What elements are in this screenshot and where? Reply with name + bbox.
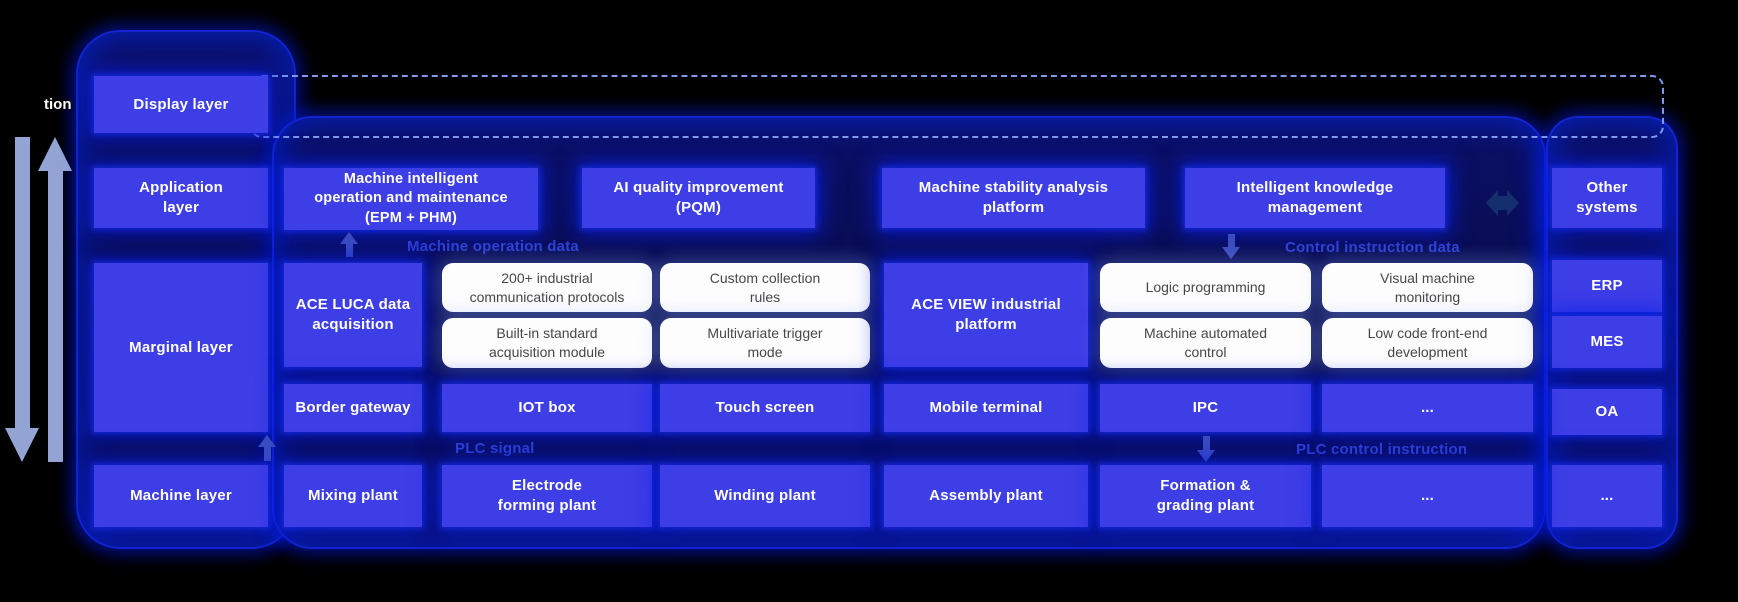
- touch-screen-box: Touch screen: [660, 384, 870, 432]
- machine-operation-data-label: Machine operation data: [407, 238, 579, 255]
- left-up-arrow-head: [38, 137, 72, 171]
- stability-platform-box: Machine stability analysis platform: [882, 168, 1145, 228]
- ace-view-box: ACE VIEW industrial platform: [884, 263, 1088, 367]
- application-layer-label: Application layer: [94, 168, 268, 228]
- machine-layer-label: Machine layer: [94, 465, 268, 527]
- mes-box: MES: [1552, 316, 1662, 368]
- device-more-box: ...: [1322, 384, 1533, 432]
- epm-phm-box: Machine intelligent operation and mainte…: [284, 168, 538, 230]
- electrode-plant-box: Electrode forming plant: [442, 465, 652, 527]
- up-arrow-icon: [258, 435, 276, 447]
- ipc-box: IPC: [1100, 384, 1311, 432]
- oa-box: OA: [1552, 389, 1662, 435]
- bidirectional-arrow-icon: [1507, 190, 1519, 216]
- machine-more-box: ...: [1322, 465, 1533, 527]
- ace-luca-box: ACE LUCA data acquisition: [284, 263, 422, 367]
- other-systems-box: Other systems: [1552, 168, 1662, 228]
- up-arrow-icon: [340, 232, 358, 244]
- chip-logic-programming: Logic programming: [1100, 263, 1311, 312]
- left-up-arrow-shaft: [48, 169, 63, 462]
- down-arrow-icon: [1228, 234, 1235, 248]
- chip-builtin-module: Built-in standard acquisition module: [442, 318, 652, 368]
- erp-box: ERP: [1552, 260, 1662, 312]
- iot-box: IOT box: [442, 384, 652, 432]
- mixing-plant-box: Mixing plant: [284, 465, 422, 527]
- right-more-box: ...: [1552, 465, 1662, 527]
- marginal-layer-label: Marginal layer: [94, 263, 268, 432]
- chip-multivariate-trigger: Multivariate trigger mode: [660, 318, 870, 368]
- knowledge-management-box: Intelligent knowledge management: [1185, 168, 1445, 228]
- down-arrow-icon: [1197, 450, 1215, 462]
- ai-pqm-box: AI quality improvement (PQM): [582, 168, 815, 228]
- mobile-terminal-box: Mobile terminal: [884, 384, 1088, 432]
- display-dashed-outline: [250, 75, 1664, 138]
- plc-control-instruction-label: PLC control instruction: [1296, 441, 1468, 458]
- bidirectional-arrow-icon: [1486, 190, 1498, 216]
- assembly-plant-box: Assembly plant: [884, 465, 1088, 527]
- chip-visual-monitoring: Visual machine monitoring: [1322, 263, 1533, 312]
- clipped-edge-text: tion: [44, 96, 72, 113]
- chip-lowcode-development: Low code front-end development: [1322, 318, 1533, 368]
- winding-plant-box: Winding plant: [660, 465, 870, 527]
- plc-signal-label: PLC signal: [455, 440, 535, 457]
- bidirectional-arrow-icon: [1497, 196, 1508, 210]
- chip-protocols: 200+ industrial communication protocols: [442, 263, 652, 312]
- down-arrow-icon: [1203, 436, 1210, 451]
- up-arrow-icon: [346, 243, 353, 257]
- left-down-arrow-head: [5, 428, 39, 462]
- border-gateway-box: Border gateway: [284, 384, 422, 432]
- control-instruction-data-label: Control instruction data: [1285, 239, 1460, 256]
- down-arrow-icon: [1222, 247, 1240, 259]
- left-down-arrow-shaft: [15, 137, 30, 430]
- chip-custom-rules: Custom collection rules: [660, 263, 870, 312]
- up-arrow-icon: [264, 446, 271, 461]
- formation-grading-plant-box: Formation & grading plant: [1100, 465, 1311, 527]
- display-layer-label: Display layer: [94, 76, 268, 133]
- chip-machine-automated-control: Machine automated control: [1100, 318, 1311, 368]
